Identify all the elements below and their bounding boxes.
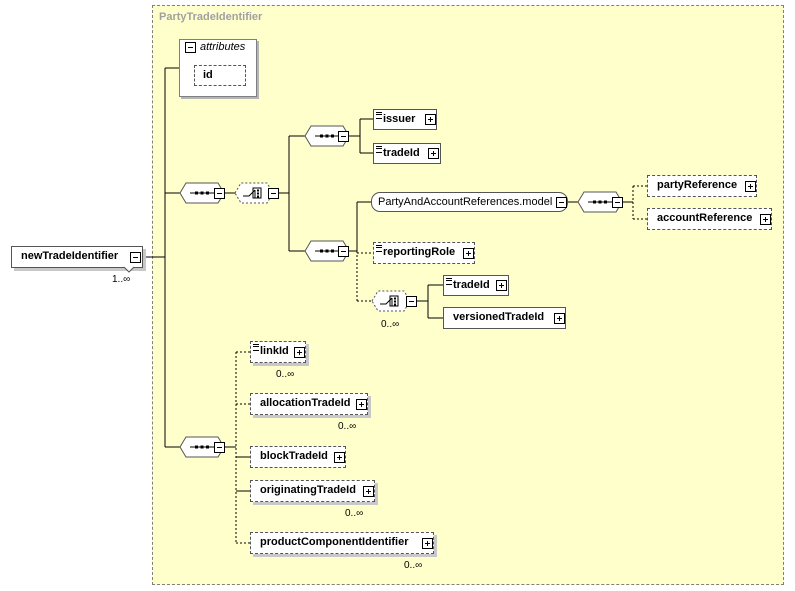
plus-box-icon bbox=[554, 313, 565, 324]
root-cardinality: 1..∞ bbox=[112, 274, 131, 285]
root-element-label: newTradeIdentifier bbox=[21, 250, 119, 262]
element-tradeId-2[interactable]: tradeId bbox=[443, 275, 509, 296]
lines-icon bbox=[376, 245, 382, 252]
element-versionedTradeId-label: versionedTradeId bbox=[453, 311, 545, 323]
inner-choice-cardinality: 0..∞ bbox=[381, 319, 400, 330]
element-productComponentIdentifier-label: productComponentIdentifier bbox=[260, 536, 409, 548]
element-allocationTradeId-label: allocationTradeId bbox=[260, 397, 351, 409]
attribute-id[interactable]: id bbox=[194, 65, 246, 86]
root-element[interactable]: newTradeIdentifier bbox=[11, 246, 143, 268]
plus-box-icon bbox=[425, 114, 436, 125]
plus-box-icon bbox=[463, 248, 474, 259]
element-allocationTradeId[interactable]: allocationTradeId bbox=[250, 393, 368, 415]
model-group-label: PartyAndAccountReferences.model bbox=[378, 196, 553, 208]
element-blockTradeId[interactable]: blockTradeId bbox=[250, 446, 346, 468]
allocationTradeId-cardinality: 0..∞ bbox=[338, 421, 357, 432]
lines-icon bbox=[376, 112, 382, 119]
element-tradeId[interactable]: tradeId bbox=[373, 143, 441, 164]
element-linkId[interactable]: linkId bbox=[250, 341, 306, 363]
element-issuer[interactable]: issuer bbox=[373, 109, 437, 130]
element-linkId-label: linkId bbox=[260, 345, 289, 357]
element-tradeId-2-label: tradeId bbox=[453, 279, 490, 291]
element-partyReference-label: partyReference bbox=[657, 179, 738, 191]
originatingTradeId-cardinality: 0..∞ bbox=[345, 508, 364, 519]
element-productComponentIdentifier[interactable]: productComponentIdentifier bbox=[250, 532, 434, 554]
element-tradeId-label: tradeId bbox=[383, 147, 420, 159]
element-originatingTradeId-label: originatingTradeId bbox=[260, 484, 356, 496]
element-reportingRole-label: reportingRole bbox=[383, 246, 456, 258]
element-originatingTradeId[interactable]: originatingTradeId bbox=[250, 480, 375, 502]
plus-box-icon bbox=[760, 214, 771, 225]
lines-icon bbox=[376, 146, 382, 153]
minus-box-icon bbox=[556, 197, 567, 208]
linkId-cardinality: 0..∞ bbox=[276, 369, 295, 380]
plus-box-icon bbox=[422, 538, 433, 549]
plus-box-icon bbox=[745, 181, 756, 192]
model-group[interactable]: PartyAndAccountReferences.model bbox=[371, 192, 568, 212]
plus-box-icon bbox=[356, 399, 367, 410]
plus-box-icon bbox=[496, 280, 507, 291]
productComponentIdentifier-cardinality: 0..∞ bbox=[404, 560, 423, 571]
plus-box-icon bbox=[428, 148, 439, 159]
element-accountReference-label: accountReference bbox=[657, 212, 753, 224]
element-accountReference[interactable]: accountReference bbox=[647, 208, 772, 230]
lines-icon bbox=[253, 344, 259, 351]
element-blockTradeId-label: blockTradeId bbox=[260, 450, 328, 462]
lines-icon bbox=[446, 278, 452, 285]
type-title: PartyTradeIdentifier bbox=[159, 11, 263, 23]
plus-box-icon bbox=[334, 452, 345, 463]
element-versionedTradeId[interactable]: versionedTradeId bbox=[443, 307, 566, 329]
element-partyReference[interactable]: partyReference bbox=[647, 175, 757, 197]
attributes-title: attributes bbox=[200, 41, 246, 53]
element-issuer-label: issuer bbox=[383, 113, 416, 125]
plus-box-icon bbox=[294, 347, 305, 358]
element-reportingRole[interactable]: reportingRole bbox=[373, 242, 475, 264]
plus-box-icon bbox=[363, 486, 374, 497]
